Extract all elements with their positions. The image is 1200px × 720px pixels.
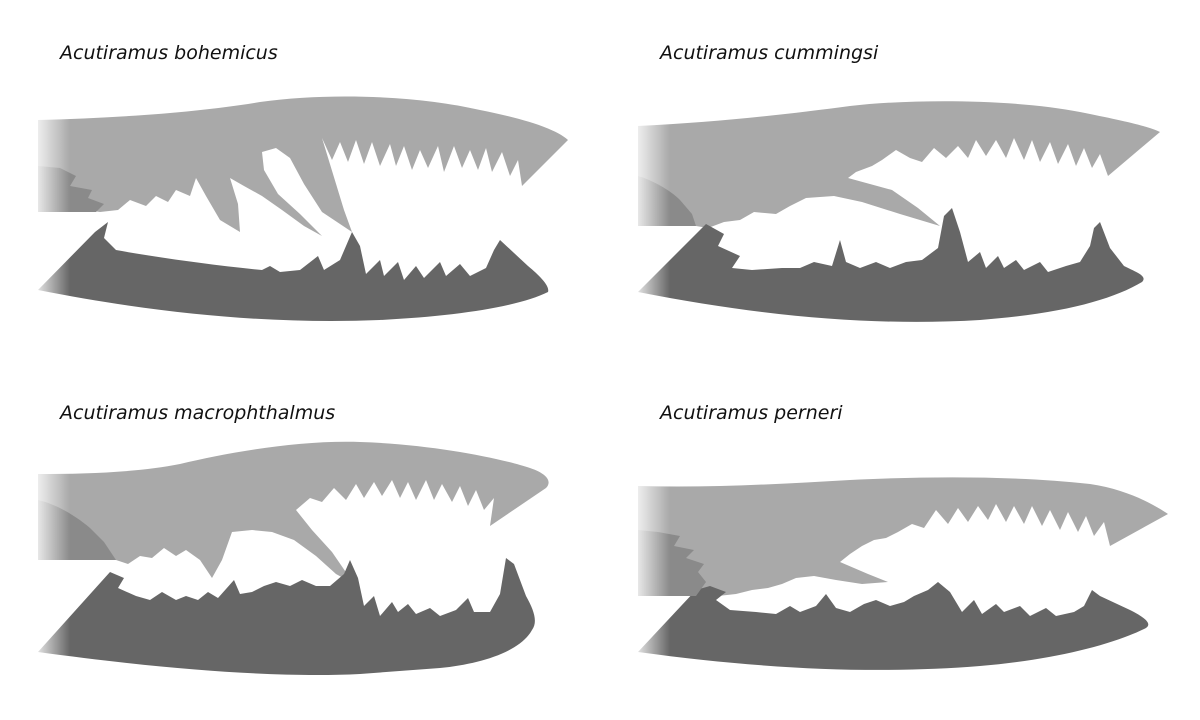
species-label-bohemicus: Acutiramus bohemicus [60, 42, 278, 64]
fixed-ramus [38, 222, 549, 321]
fixed-ramus [38, 558, 535, 676]
chelicera-macrophthalmus [30, 441, 549, 676]
basal-fade [630, 478, 670, 662]
basal-fade [630, 120, 670, 310]
fixed-ramus [638, 208, 1144, 322]
chelicera-cummingsi [630, 101, 1160, 322]
free-ramus [638, 477, 1168, 596]
chelicera-perneri [630, 477, 1168, 670]
fixed-ramus [638, 582, 1149, 670]
free-ramus [38, 441, 549, 584]
species-label-cummingsi: Acutiramus cummingsi [660, 42, 879, 64]
free-ramus [638, 101, 1160, 228]
basal-fade [30, 110, 70, 310]
chelicera-bohemicus [30, 96, 568, 321]
species-label-perneri: Acutiramus perneri [660, 402, 843, 424]
species-label-macrophthalmus: Acutiramus macrophthalmus [60, 402, 336, 424]
free-ramus [38, 96, 568, 237]
basal-fade [30, 468, 70, 664]
